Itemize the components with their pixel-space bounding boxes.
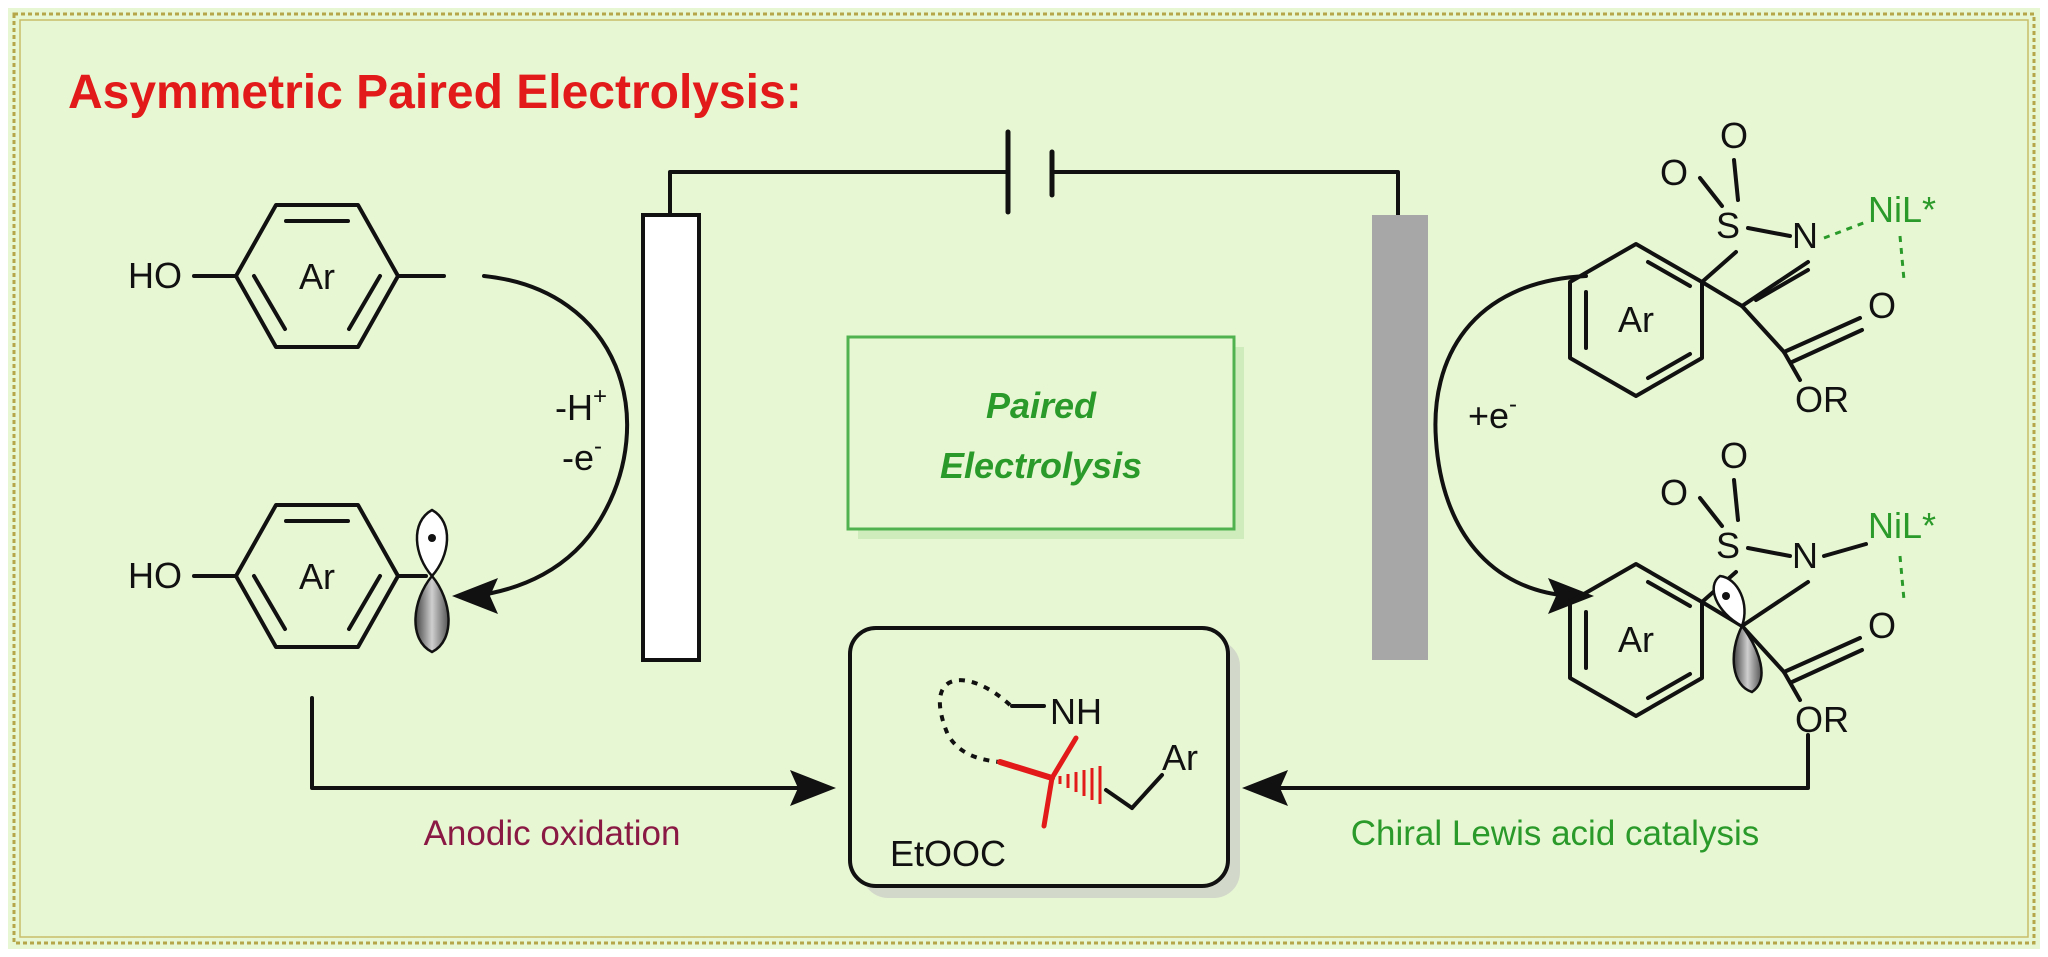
panel-border [12, 12, 2036, 945]
svg-text:Ar: Ar [1618, 299, 1654, 340]
circuit [668, 129, 1400, 217]
left-arrow-to-product [310, 696, 836, 806]
radical-orbital-upper-lobe [1712, 574, 1746, 628]
product-box [848, 626, 1240, 898]
cathodic-arrow-label: +e- [1468, 391, 1517, 436]
hashed-wedge [1058, 766, 1102, 804]
product-ester-label: EtOOC [890, 833, 1006, 874]
ni-complex-top: O O S N NiL* Ar O OR [1568, 115, 1936, 420]
cathodic-arrowhead [1548, 578, 1594, 614]
anodic-curved-arrow [452, 274, 630, 614]
svg-text:OR: OR [1795, 379, 1849, 420]
svg-text:NiL*: NiL* [1868, 189, 1936, 230]
substrate-ho-label: HO [128, 255, 182, 296]
svg-text:NiL*: NiL* [1868, 505, 1936, 546]
product-structure: NH Ar EtOOC [890, 678, 1198, 874]
radical-dot [428, 534, 436, 542]
cathodic-curved-arrow [1433, 274, 1594, 614]
chiral-lewis-acid-caption: Chiral Lewis acid catalysis [1351, 814, 1759, 853]
svg-text:OR: OR [1795, 699, 1849, 740]
radical-orbital-lower-lobe [1732, 623, 1763, 694]
substrate-ring-label: Ar [299, 256, 335, 297]
svg-text:O: O [1868, 285, 1896, 326]
right-arrow-to-product [1242, 733, 1810, 806]
p-orbital-lobe-top [415, 508, 449, 578]
anodic-arrowhead [452, 578, 498, 614]
svg-text:Ar: Ar [1618, 619, 1654, 660]
svg-text:O: O [1660, 152, 1688, 193]
svg-text:S: S [1716, 525, 1740, 566]
p-orbital-lobe-bottom [414, 574, 450, 654]
box-label-line1: Paired [986, 385, 1097, 426]
anodic-arrow-label: -H+ -e- [555, 383, 607, 478]
cathode-electrode [1372, 215, 1428, 660]
svg-text:O: O [1868, 605, 1896, 646]
svg-text:O: O [1720, 435, 1748, 476]
radical-ring-label: Ar [299, 556, 335, 597]
panel-border-inner [19, 19, 2029, 938]
svg-text:-H+: -H+ [555, 383, 607, 428]
ni-complex-bottom: O O S N NiL* Ar O OR [1568, 435, 1936, 740]
svg-text:-e-: -e- [562, 433, 602, 478]
paired-electrolysis-box: Paired Electrolysis [846, 335, 1244, 539]
radical-ho-label: HO [128, 555, 182, 596]
anodic-oxidation-caption: Anodic oxidation [424, 814, 681, 853]
substrate-phenol: HO Ar [128, 203, 446, 349]
svg-text:S: S [1716, 205, 1740, 246]
scheme-title: Asymmetric Paired Electrolysis: [68, 66, 802, 119]
svg-text:N: N [1792, 215, 1818, 256]
svg-text:N: N [1792, 535, 1818, 576]
box-label-line2: Electrolysis [940, 445, 1142, 486]
product-nh-label: NH [1050, 691, 1102, 732]
svg-text:O: O [1660, 472, 1688, 513]
product-ar-label: Ar [1162, 737, 1198, 778]
svg-text:O: O [1720, 115, 1748, 156]
aryl-radical: HO Ar [128, 503, 450, 654]
anode-electrode [641, 213, 701, 662]
